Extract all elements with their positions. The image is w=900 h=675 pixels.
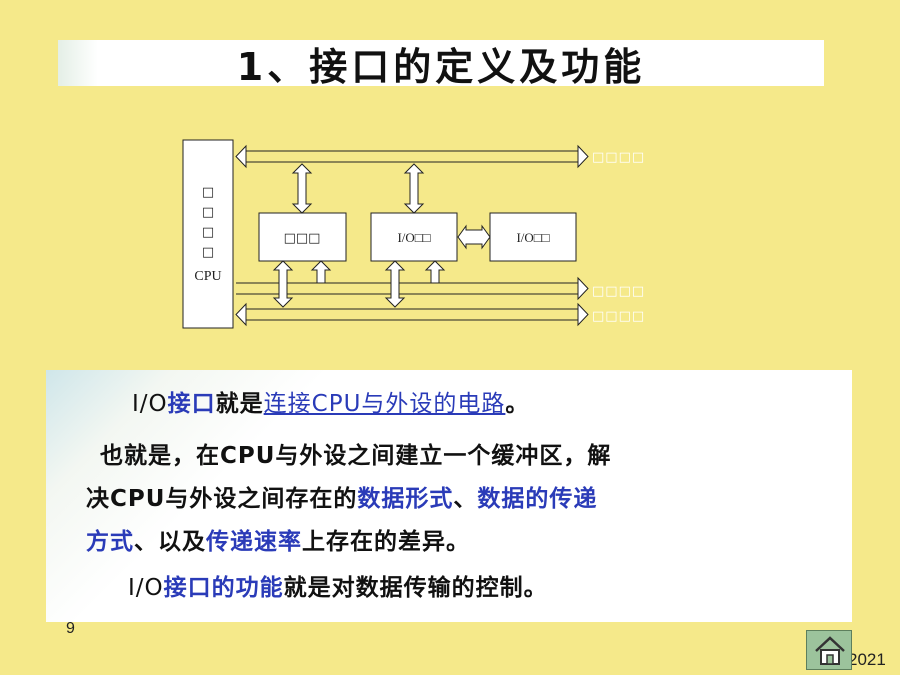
year-label: 2021 — [848, 650, 886, 669]
data-format-term: 数据形式 — [357, 486, 454, 512]
io-lower-arrows — [384, 260, 446, 308]
cpu-glyph-1: □ — [202, 185, 214, 200]
io-top-bus-arrow — [403, 163, 425, 214]
bus-middle-label: □□□□ — [592, 284, 645, 299]
memory-top-bus-arrow — [291, 163, 313, 214]
bus-middle — [236, 276, 589, 301]
page-number: 9 — [66, 620, 75, 637]
rate-term: 传递速率 — [206, 529, 302, 555]
bus-top — [235, 144, 589, 169]
cpu-box — [182, 139, 234, 329]
description-box: I/O接口就是连接CPU与外设的电路。 也就是，在CPU与外设之间建立一个缓冲区… — [46, 370, 852, 622]
io-term: I/O — [132, 391, 168, 417]
io-device-box — [489, 212, 577, 262]
data-transfer-term: 数据的传递 — [477, 486, 598, 512]
method-term: 方式 — [86, 529, 134, 555]
comma: 、 — [453, 486, 478, 512]
line-3-text: 决CPU与外设之间存在的 — [86, 486, 358, 512]
home-icon — [815, 636, 845, 665]
io-term-2: I/O — [128, 575, 164, 601]
line-2: 也就是，在CPU与外设之间建立一个缓冲区，解 — [100, 443, 612, 469]
cpu-label: CPU — [194, 269, 221, 284]
memory-lower-arrows — [272, 260, 332, 308]
period: 。 — [505, 391, 530, 417]
home-button[interactable] — [806, 630, 852, 670]
interface-device-arrow — [457, 224, 491, 250]
title-bar: 1、接口的定义及功能 — [58, 40, 824, 89]
bus-bottom — [235, 302, 589, 327]
cpu-glyph-3: □ — [202, 225, 214, 240]
cpu-glyph-2: □ — [202, 205, 214, 220]
bus-bottom-label: □□□□ — [592, 309, 645, 324]
line-5-tail: 就是对数据传输的控制。 — [283, 575, 548, 601]
io-interface-label: I/O□□ — [397, 230, 430, 245]
cpu-glyph-4: □ — [202, 245, 214, 260]
is-text: 就是 — [215, 391, 264, 417]
and-text: 、以及 — [134, 529, 206, 555]
line-4: 方式、以及传递速率上存在的差异。 — [86, 522, 470, 556]
line-4-tail: 上存在的差异。 — [302, 529, 470, 555]
interface-term: 接口 — [167, 391, 216, 417]
function-term: 接口的功能 — [163, 575, 284, 601]
bus-top-label: □□□□ — [592, 150, 645, 165]
line-1: I/O接口就是连接CPU与外设的电路。 — [132, 384, 529, 418]
memory-label: □□□ — [284, 231, 321, 246]
definition-link[interactable]: 连接CPU与外设的电路 — [263, 391, 506, 417]
slide-title: 1、接口的定义及功能 — [236, 44, 646, 89]
io-interface-diagram: □ □ □ □ CPU □□□□ □□□□ □□□□ □□□ I/O□□ I/O… — [182, 139, 645, 329]
io-device-label: I/O□□ — [516, 230, 549, 245]
line-3: 决CPU与外设之间存在的数据形式、数据的传递 — [86, 479, 597, 513]
line-5: I/O接口的功能就是对数据传输的控制。 — [128, 568, 548, 602]
